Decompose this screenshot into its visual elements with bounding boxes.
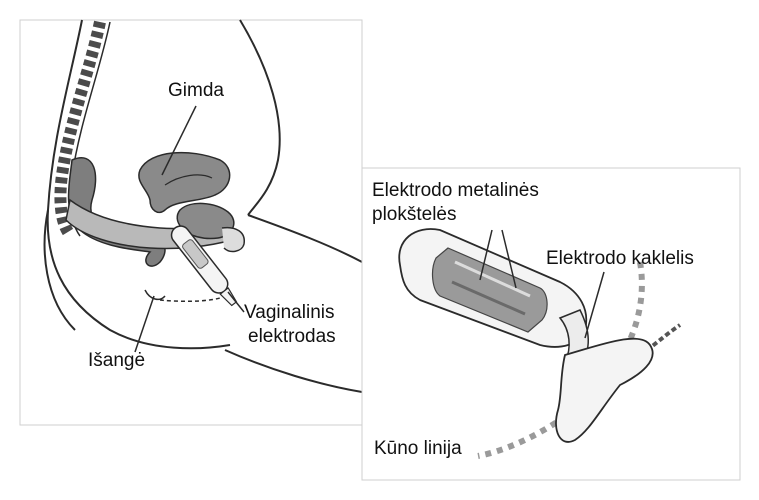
uterus-cavity <box>164 174 213 186</box>
uterus <box>138 151 231 214</box>
perineum-dashed <box>159 297 221 303</box>
inserted-electrode <box>170 225 238 307</box>
label-vaginal-electrode-2: elektrodas <box>248 326 336 347</box>
pubic-bone <box>221 226 245 253</box>
leader-anus <box>134 295 155 353</box>
label-metal-plates-2: plokštelės <box>372 204 457 225</box>
label-uterus: Gimda <box>168 80 224 101</box>
label-vaginal-electrode-1: Vaginalinis <box>244 302 335 323</box>
label-anus: Išangė <box>88 350 146 371</box>
bladder <box>176 202 235 240</box>
label-metal-plates-1: Elektrodo metalinės <box>372 180 539 201</box>
label-electrode-neck: Elektrodo kaklelis <box>546 248 694 269</box>
thigh-lower <box>224 349 363 393</box>
anus-outline <box>144 289 166 301</box>
spine <box>54 20 106 239</box>
buttock <box>43 209 76 331</box>
belly-outline <box>239 19 281 216</box>
thigh-upper <box>247 214 363 263</box>
label-body-line: Kūno linija <box>374 438 462 459</box>
back-outline <box>46 19 231 350</box>
leader-electrode <box>227 291 245 313</box>
leader-uterus <box>161 105 197 176</box>
